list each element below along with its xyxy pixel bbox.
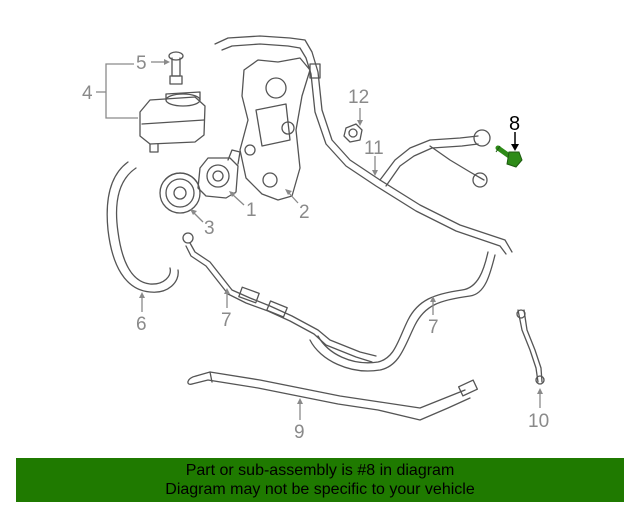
pressure-line — [182, 232, 377, 363]
callout-3: 3 — [204, 218, 215, 239]
rack-line — [187, 371, 479, 421]
reservoir-cap-bolt — [168, 51, 184, 85]
upper-return-line — [379, 129, 491, 188]
suction-hose — [106, 161, 179, 293]
callout-4: 4 — [82, 83, 93, 104]
pump-pulley — [159, 172, 201, 214]
banner-line-2: Diagram may not be specific to your vehi… — [165, 481, 475, 498]
callout-9: 9 — [294, 422, 305, 443]
reservoir-tank — [139, 91, 206, 153]
callout-10: 10 — [528, 411, 549, 432]
pump-bracket — [239, 57, 311, 201]
cooler-line — [214, 35, 513, 255]
callout-12: 12 — [348, 87, 369, 108]
parts-diagram: 1 2 3 4 5 6 7 7 8 9 10 11 12 — [82, 35, 549, 443]
callout-7-right: 7 — [428, 317, 439, 338]
info-banner: Part or sub-assembly is #8 in diagram Di… — [16, 458, 624, 502]
callout-11: 11 — [364, 138, 384, 159]
callout-7-left: 7 — [221, 310, 232, 331]
callout-6: 6 — [136, 314, 147, 335]
callout-8: 8 — [509, 113, 520, 135]
power-steering-pump — [197, 149, 241, 199]
vent-hose — [516, 309, 545, 385]
callout-5: 5 — [136, 53, 147, 74]
line-fitting — [343, 123, 363, 143]
callout-2: 2 — [299, 202, 310, 223]
return-line-loop — [309, 251, 496, 372]
callout-1: 1 — [246, 200, 257, 221]
callout-leaders — [96, 59, 543, 420]
bolt-part-8 — [495, 145, 523, 168]
banner-line-1: Part or sub-assembly is #8 in diagram — [185, 462, 455, 479]
